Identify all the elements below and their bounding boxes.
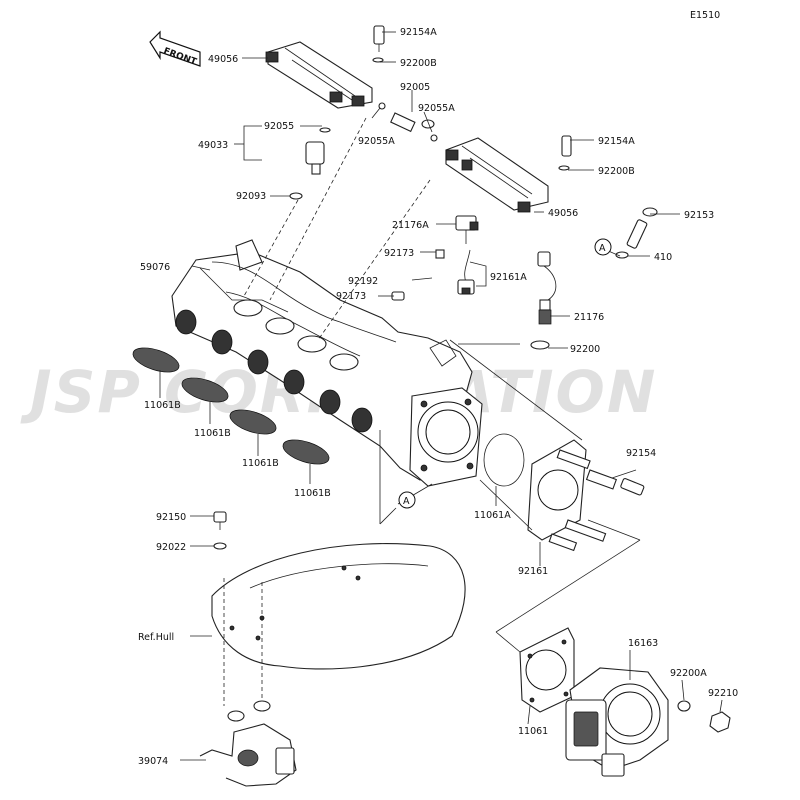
diagram-code: E1510 xyxy=(690,10,720,21)
o-ring-11061a xyxy=(483,433,525,487)
clip-410 xyxy=(615,251,629,259)
svg-text:A: A xyxy=(599,243,606,254)
label-92154: 92154 xyxy=(626,448,656,459)
throttle-body xyxy=(565,667,669,777)
label-92154A-a: 92154A xyxy=(400,27,437,38)
label-11061B-a: 11061B xyxy=(144,400,181,411)
part-labels: 92154A 92200B 49056 92005 92055A 92055A … xyxy=(138,27,738,767)
hull-reference xyxy=(211,543,466,706)
fuel-rail-lower xyxy=(445,137,549,213)
label-92055A-a: 92055A xyxy=(418,103,455,114)
label-92210: 92210 xyxy=(708,688,738,699)
bolt-92154 xyxy=(620,478,645,496)
label-92005: 92005 xyxy=(400,82,430,93)
nut-92210 xyxy=(709,711,731,733)
label-92192: 92192 xyxy=(348,276,378,287)
fuel-injector xyxy=(289,127,331,200)
sensor-92161a xyxy=(457,249,475,295)
label-410: 410 xyxy=(654,252,672,263)
gasket-11061 xyxy=(519,627,575,713)
label-92173-b: 92173 xyxy=(336,291,366,302)
hose-92192 xyxy=(391,249,445,301)
label-49033: 49033 xyxy=(198,140,228,151)
fuel-rail-upper xyxy=(265,41,373,109)
bracket-39074 xyxy=(199,700,297,787)
label-49056-a: 49056 xyxy=(208,54,238,65)
label-ref-hull: Ref.Hull xyxy=(138,632,174,643)
svg-text:A: A xyxy=(403,496,410,507)
label-11061B-c: 11061B xyxy=(242,458,279,469)
label-92200B-a: 92200B xyxy=(400,58,437,69)
label-92161: 92161 xyxy=(518,566,548,577)
label-59076: 59076 xyxy=(140,262,170,273)
label-92154A-b: 92154A xyxy=(598,136,635,147)
marker-a-top: A xyxy=(594,238,612,256)
label-92055: 92055 xyxy=(264,121,294,132)
bolt-92150 xyxy=(213,511,227,530)
gasket-11061b-group xyxy=(132,347,330,465)
label-16163: 16163 xyxy=(628,638,658,649)
bolt-lower xyxy=(558,135,572,171)
label-39074: 39074 xyxy=(138,756,168,767)
label-11061A: 11061A xyxy=(474,510,511,521)
label-21176A: 21176A xyxy=(392,220,429,231)
marker-a-mid: A xyxy=(398,491,416,509)
label-92022: 92022 xyxy=(156,542,186,553)
washer-92200a xyxy=(677,700,691,712)
label-49056-b: 49056 xyxy=(548,208,578,219)
label-92055A-b: 92055A xyxy=(358,136,395,147)
sensor-21176 xyxy=(530,251,557,350)
fuel-connector xyxy=(378,102,438,142)
bolt-upper xyxy=(372,25,385,63)
sensor-21176a xyxy=(455,215,479,244)
front-arrow-icon: FRONT xyxy=(149,30,201,68)
label-92173-a: 92173 xyxy=(384,248,414,259)
label-92200: 92200 xyxy=(570,344,600,355)
spacer-plate xyxy=(527,439,618,552)
label-21176: 21176 xyxy=(574,312,604,323)
label-92150: 92150 xyxy=(156,512,186,523)
label-92093: 92093 xyxy=(236,191,266,202)
label-92161A: 92161A xyxy=(490,272,527,283)
label-92153: 92153 xyxy=(684,210,714,221)
label-11061: 11061 xyxy=(518,726,548,737)
intake-manifold xyxy=(171,239,483,487)
label-11061B-d: 11061B xyxy=(294,488,331,499)
washer-92022 xyxy=(213,542,227,550)
label-92200B-b: 92200B xyxy=(598,166,635,177)
label-92200A: 92200A xyxy=(670,668,707,679)
label-11061B-b: 11061B xyxy=(194,428,231,439)
